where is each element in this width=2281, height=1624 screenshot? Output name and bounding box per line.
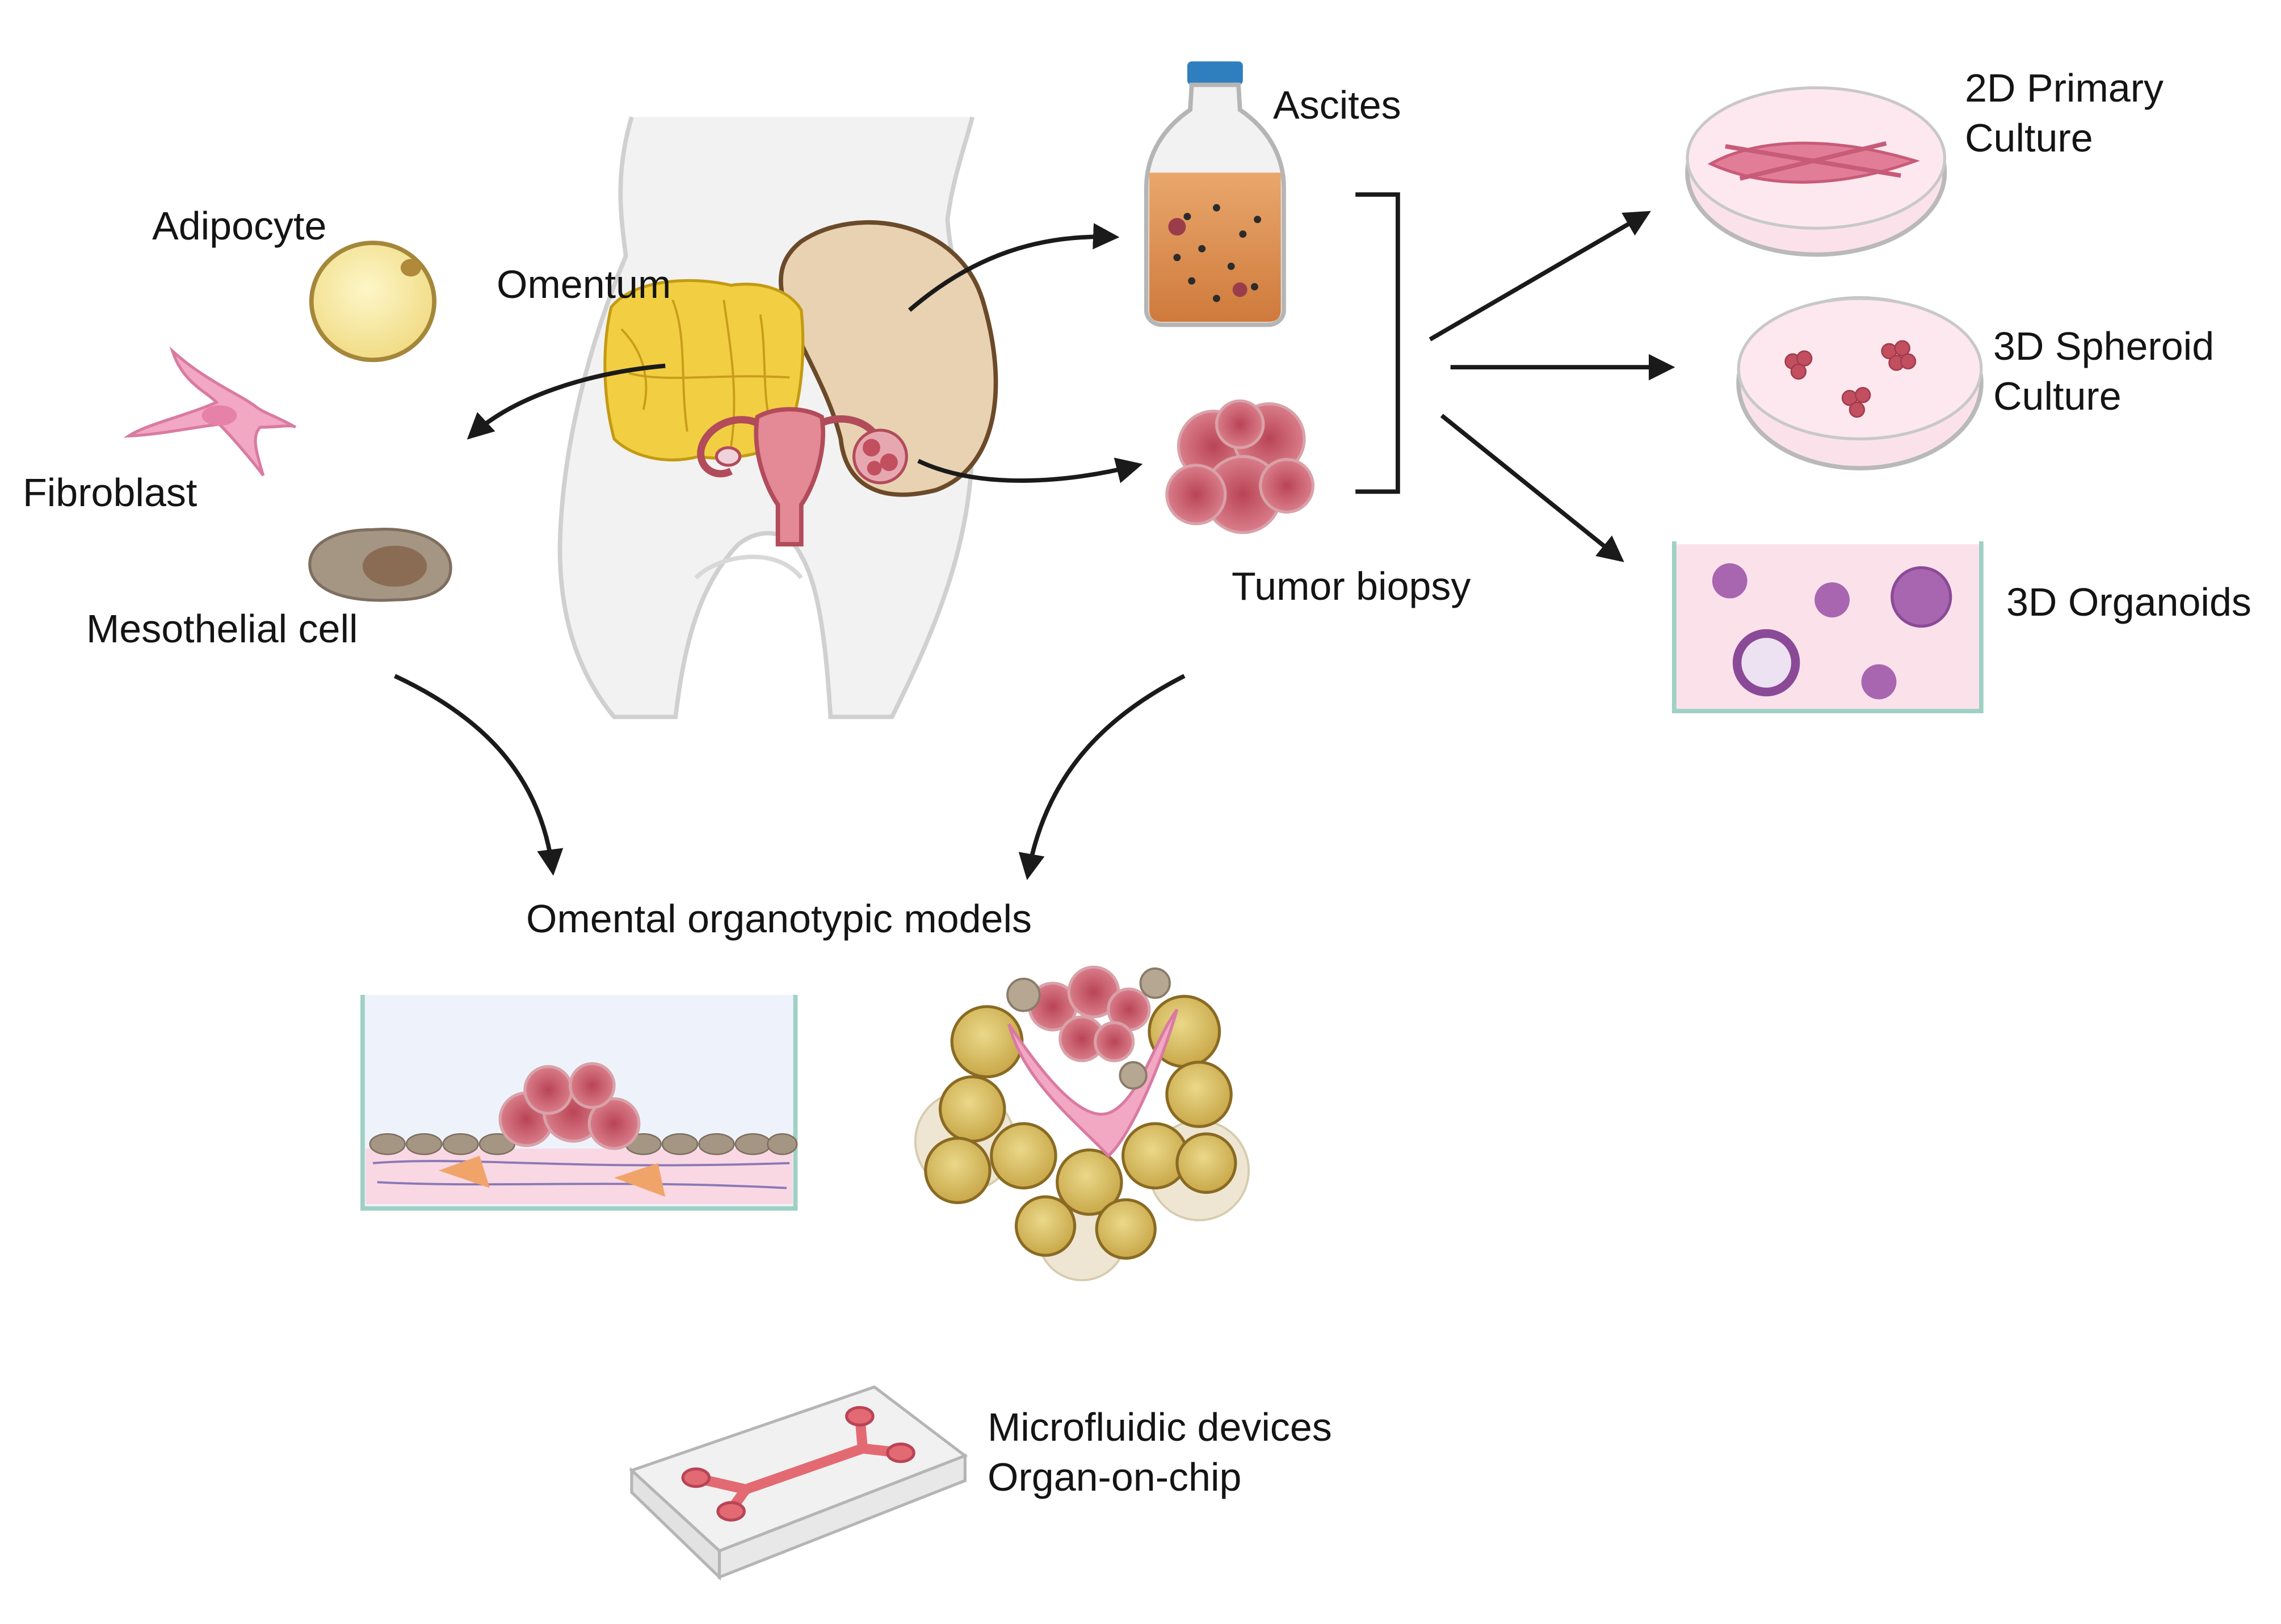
adipocyte-icon bbox=[309, 241, 437, 363]
label-omental-organotypic-models: Omental organotypic models bbox=[526, 897, 1032, 941]
petri-dish-2d-icon bbox=[1685, 86, 1947, 257]
petri-dish-spheroid-icon bbox=[1736, 296, 1984, 470]
arrow-to-biopsy bbox=[917, 457, 1143, 483]
uterus-icon bbox=[697, 407, 908, 547]
arrow-to-organoids bbox=[1440, 414, 1624, 562]
label-microfluidic-devices: Microfluidic devices Organ-on-chip bbox=[988, 1403, 1332, 1502]
label-tumor-biopsy: Tumor biopsy bbox=[1232, 564, 1471, 608]
label-2d-primary-culture-line1: 2D Primary bbox=[1965, 66, 2164, 110]
label-3d-spheroid-culture-line2: Culture bbox=[1993, 373, 2122, 418]
arrow-to-ascites bbox=[908, 223, 1120, 312]
grouping-bracket bbox=[1355, 192, 1400, 494]
label-adipocyte: Adipocyte bbox=[152, 204, 327, 248]
arrow-biopsy-to-models bbox=[1018, 674, 1186, 881]
label-mesothelial-cell: Mesothelial cell bbox=[86, 607, 358, 651]
label-3d-spheroid-culture-line1: 3D Spheroid bbox=[1993, 324, 2215, 368]
mesothelial-cell-icon bbox=[308, 528, 452, 602]
label-3d-spheroid-culture: 3D Spheroid Culture bbox=[1993, 322, 2214, 421]
fibroblast-icon bbox=[123, 346, 297, 477]
omental-explant-icon bbox=[914, 965, 1250, 1282]
label-2d-primary-culture: 2D Primary Culture bbox=[1965, 64, 2164, 163]
arrow-to-2d-culture bbox=[1429, 211, 1651, 342]
label-microfluidic-devices-line2: Organ-on-chip bbox=[988, 1454, 1242, 1499]
label-3d-organoids: 3D Organoids bbox=[2006, 580, 2251, 624]
arrow-omentum-to-cells bbox=[467, 363, 666, 440]
label-ascites: Ascites bbox=[1273, 83, 1401, 127]
tumor-biopsy-icon bbox=[1165, 399, 1315, 535]
label-fibroblast: Fibroblast bbox=[23, 470, 198, 515]
omentum-icon bbox=[603, 279, 805, 461]
organotypic-transwell-icon bbox=[360, 995, 798, 1211]
arrow-cells-to-models bbox=[393, 674, 564, 876]
label-microfluidic-devices-line1: Microfluidic devices bbox=[988, 1405, 1332, 1449]
ascites-bottle-icon bbox=[1144, 61, 1286, 327]
organoid-well-icon bbox=[1671, 541, 1984, 713]
label-omentum: Omentum bbox=[497, 262, 671, 306]
microfluidic-chip-icon bbox=[629, 1385, 968, 1581]
label-2d-primary-culture-line2: Culture bbox=[1965, 115, 2093, 160]
